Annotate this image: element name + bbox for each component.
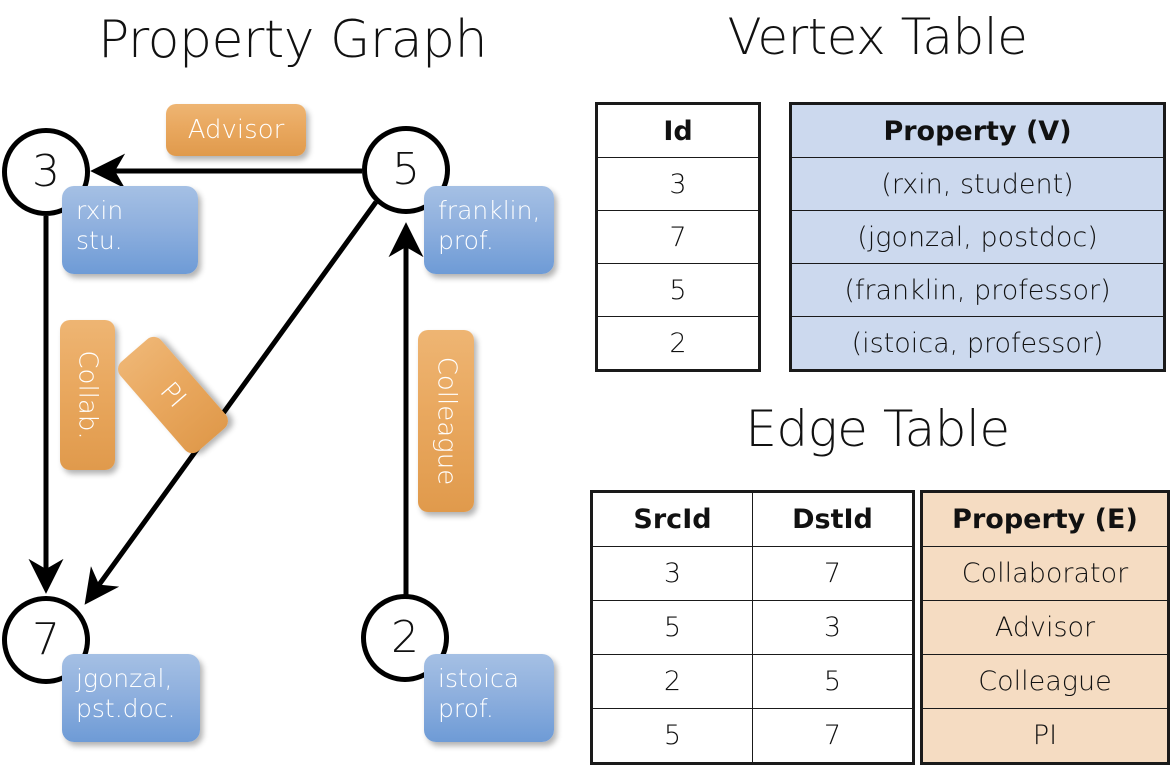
vertex-table: Id 3 7 5 2 Property (V) (rxin, student) [595, 102, 1166, 372]
vertex-table-cell-property: (rxin, student) [791, 157, 1164, 211]
table-row[interactable]: (franklin, professor) [791, 263, 1164, 317]
graph-node-2-property-box: istoica prof. [424, 654, 554, 742]
table-row[interactable]: 2 5 [592, 654, 913, 709]
graph-edge-label-collab: Collab. [60, 320, 115, 470]
table-header-row: Id [597, 104, 759, 158]
graph-edge-label-advisor: Advisor [166, 104, 306, 156]
table-row[interactable]: (jgonzal, postdoc) [791, 210, 1164, 264]
table-row[interactable]: 7 [597, 210, 759, 264]
edge-table-cell-dst: 7 [752, 546, 913, 601]
graph-node-7-property-line2: pst.doc. [76, 693, 176, 723]
graph-node-3-property-line1: rxin [76, 196, 124, 225]
vertex-table-header-id: Id [597, 104, 759, 158]
edge-table-cell-property: Colleague [922, 654, 1168, 709]
property-graph-canvas: 3 5 7 2 rxin stu. franklin, prof. jgonza… [0, 0, 585, 760]
table-row[interactable]: Colleague [922, 654, 1168, 709]
graph-edge-label-pi-text: PI [154, 376, 192, 414]
vertex-table-header-property: Property (V) [791, 104, 1164, 158]
edge-table-cell-dst: 7 [752, 708, 913, 763]
edge-table-cell-src: 3 [592, 546, 753, 601]
page-title-edge-table: Edge Table [745, 400, 1010, 458]
graph-edge-label-colleague: Colleague [418, 330, 474, 512]
graph-node-3-property-line2: stu. [76, 225, 123, 255]
edge-table-cell-dst: 3 [752, 600, 913, 655]
edge-table-cell-property: PI [922, 708, 1168, 763]
edge-table-cell-src: 5 [592, 600, 753, 655]
graph-node-5-id: 5 [392, 144, 420, 195]
table-header-row: Property (V) [791, 104, 1164, 158]
table-row[interactable]: (istoica, professor) [791, 316, 1164, 370]
graph-edge-label-collab-text: Collab. [72, 350, 103, 440]
graph-edge-label-advisor-text: Advisor [187, 115, 285, 145]
page-title-vertex-table: Vertex Table [727, 8, 1028, 66]
edge-table: SrcId DstId 3 7 5 3 2 5 5 7 Proper [590, 490, 1170, 765]
graph-edge-label-colleague-text: Colleague [431, 356, 462, 486]
graph-node-7-property-line1: jgonzal, [76, 664, 173, 693]
table-header-row: Property (E) [922, 492, 1168, 547]
graph-node-5-property-line1: franklin, [438, 196, 541, 225]
edge-table-cell-property: Advisor [922, 600, 1168, 655]
edge-table-property-column: Property (E) Collaborator Advisor Collea… [920, 490, 1170, 765]
vertex-table-cell-id: 3 [597, 157, 759, 211]
table-row[interactable]: PI [922, 708, 1168, 763]
vertex-table-id-column: Id 3 7 5 2 [595, 102, 761, 372]
graph-node-2[interactable]: 2 [361, 594, 449, 682]
graph-node-2-id: 2 [391, 612, 419, 663]
vertex-table-cell-property: (franklin, professor) [791, 263, 1164, 317]
vertex-table-cell-id: 7 [597, 210, 759, 264]
edge-table-cell-dst: 5 [752, 654, 913, 709]
vertex-table-cell-id: 5 [597, 263, 759, 317]
table-row[interactable]: 5 [597, 263, 759, 317]
edge-table-cell-property: Collaborator [922, 546, 1168, 601]
table-row[interactable]: 3 7 [592, 546, 913, 601]
edge-table-cell-src: 2 [592, 654, 753, 709]
vertex-table-cell-id: 2 [597, 316, 759, 370]
edge-table-src-dst-columns: SrcId DstId 3 7 5 3 2 5 5 7 [590, 490, 915, 765]
table-row[interactable]: Collaborator [922, 546, 1168, 601]
graph-node-5[interactable]: 5 [362, 126, 450, 214]
table-row[interactable]: 3 [597, 157, 759, 211]
vertex-table-cell-property: (istoica, professor) [791, 316, 1164, 370]
table-row[interactable]: 5 3 [592, 600, 913, 655]
edge-table-header-srcid: SrcId [592, 492, 753, 547]
graph-edge-lines [28, 153, 424, 605]
graph-node-3-id: 3 [32, 146, 60, 197]
page-title-property-graph: Property Graph [97, 10, 488, 70]
graph-node-2-property-line2: prof. [438, 693, 494, 723]
edge-table-header-dstid: DstId [752, 492, 913, 547]
graph-node-7-property-box: jgonzal, pst.doc. [62, 654, 200, 742]
table-row[interactable]: Advisor [922, 600, 1168, 655]
graph-node-5-property-line2: prof. [438, 225, 494, 255]
table-row[interactable]: 5 7 [592, 708, 913, 763]
edge-table-header-property: Property (E) [922, 492, 1168, 547]
table-header-row: SrcId DstId [592, 492, 913, 547]
edge-5-to-7 [84, 200, 379, 605]
table-row[interactable]: (rxin, student) [791, 157, 1164, 211]
edge-table-cell-src: 5 [592, 708, 753, 763]
graph-node-7-id: 7 [32, 614, 60, 665]
vertex-table-cell-property: (jgonzal, postdoc) [791, 210, 1164, 264]
vertex-table-property-column: Property (V) (rxin, student) (jgonzal, p… [789, 102, 1166, 372]
graph-node-3-property-box: rxin stu. [62, 186, 198, 274]
graph-node-5-property-box: franklin, prof. [424, 186, 554, 274]
table-row[interactable]: 2 [597, 316, 759, 370]
graph-node-2-property-line1: istoica [438, 664, 520, 693]
